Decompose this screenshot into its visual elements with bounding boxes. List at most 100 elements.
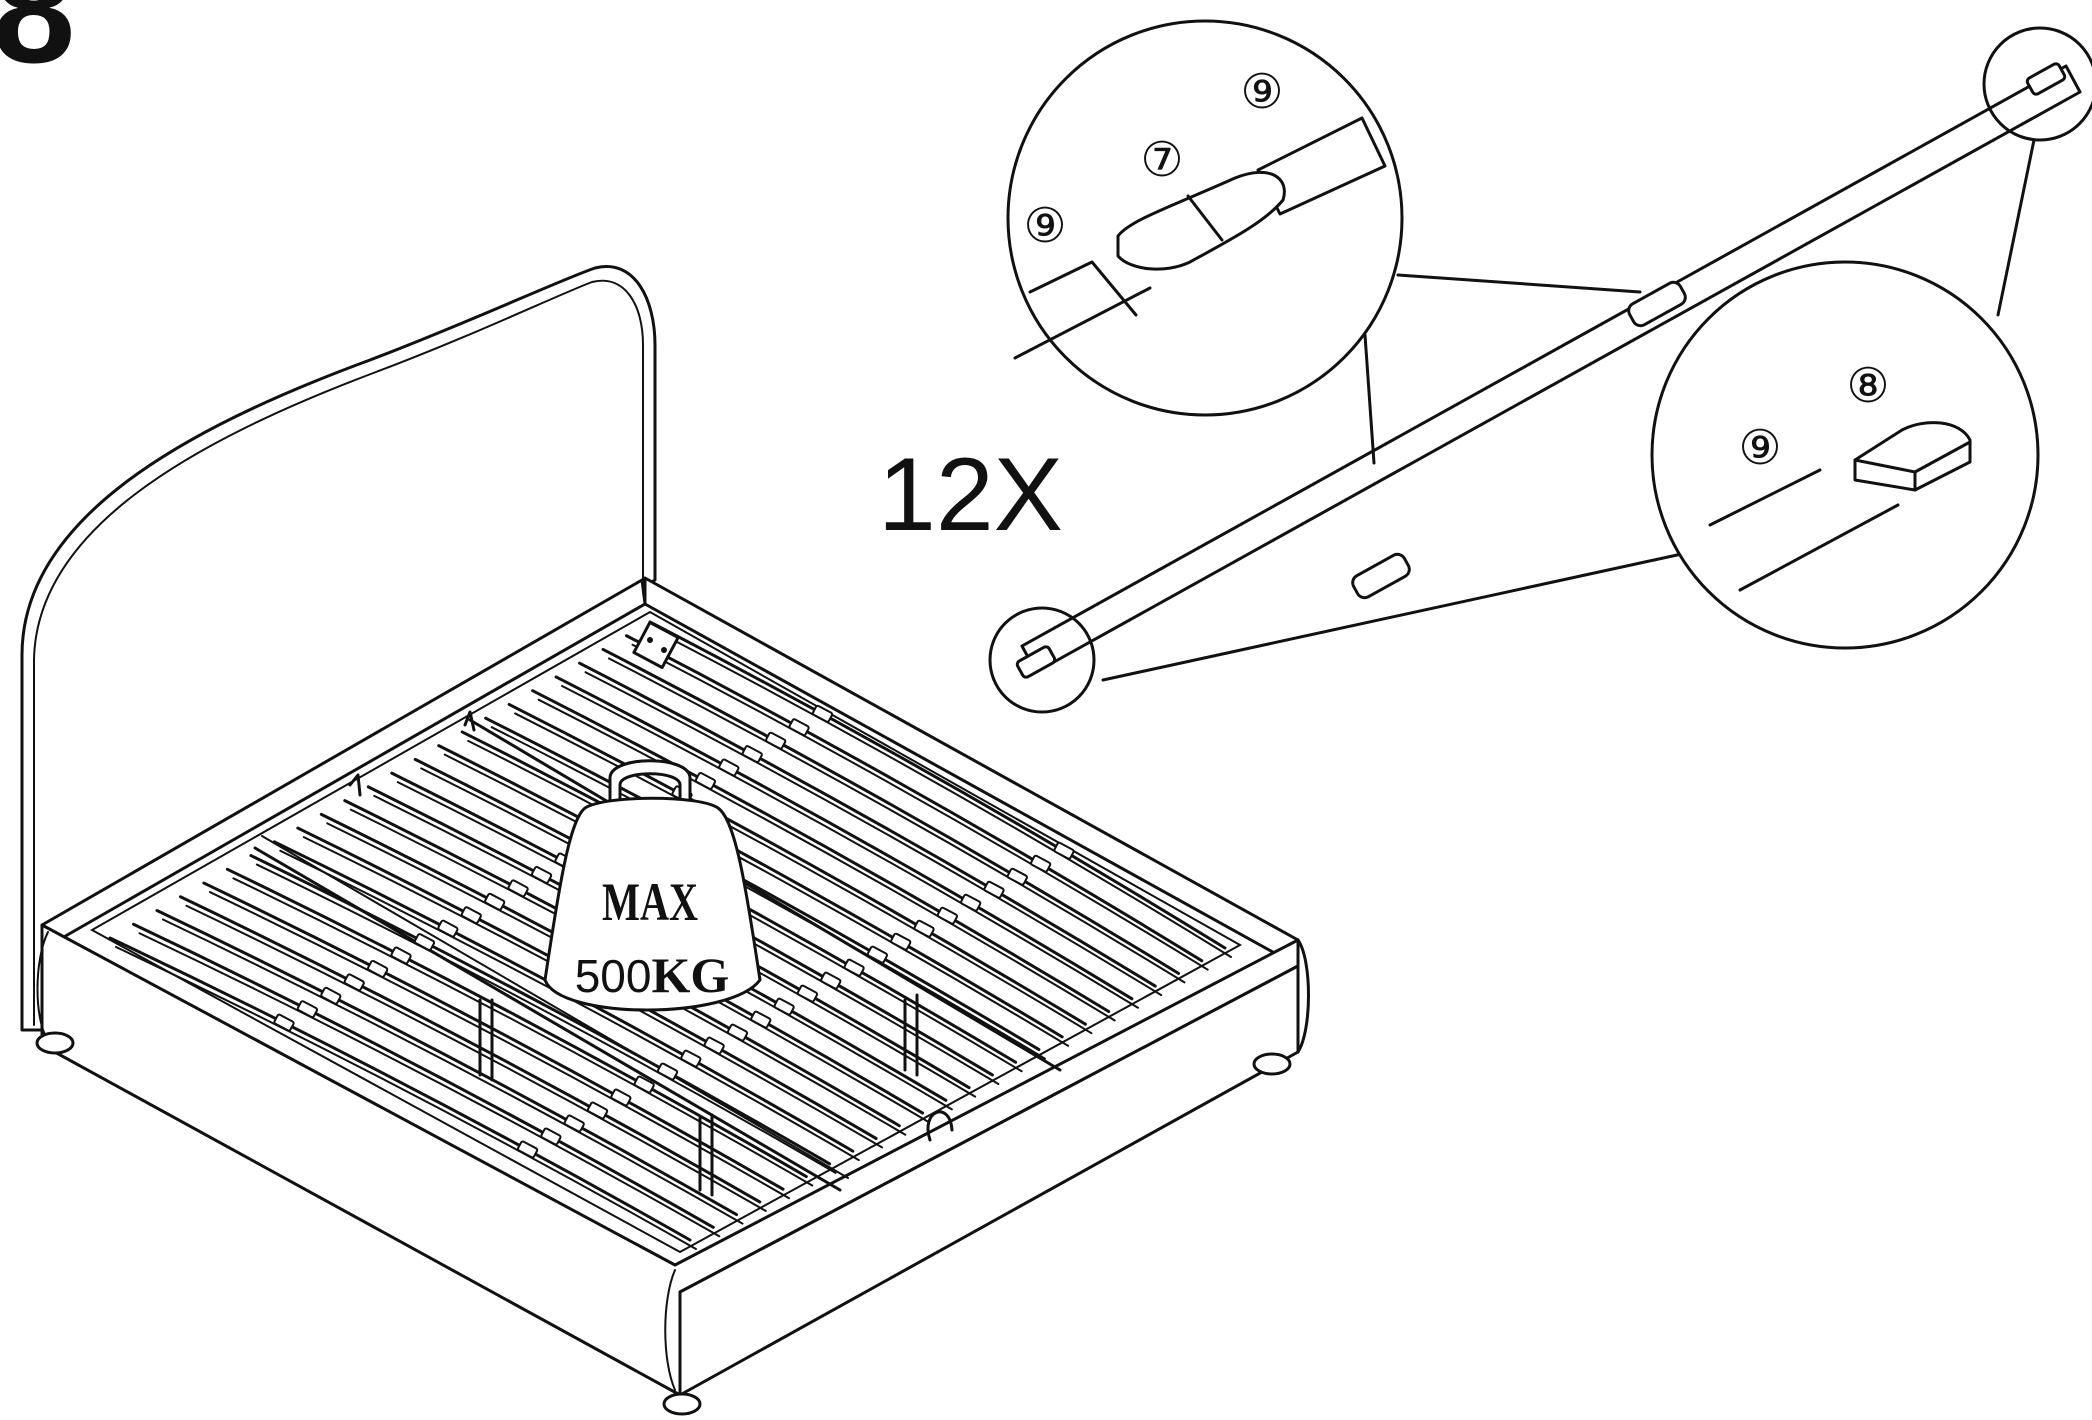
slat-clip — [750, 1010, 772, 1029]
slat-clip — [741, 745, 763, 764]
slat — [460, 730, 1041, 1052]
slat-clip — [703, 1036, 725, 1055]
foot-left — [35, 1031, 75, 1055]
slat-edge — [232, 877, 814, 1187]
slat-clip — [913, 919, 935, 938]
slat — [648, 620, 1227, 950]
slat-clip — [796, 984, 819, 1003]
slat — [484, 716, 1064, 1039]
weight-label-max: MAX — [602, 872, 698, 932]
weight-label-500kg: 500KG — [575, 947, 730, 1003]
slat-clip — [1030, 854, 1052, 873]
slat-clip — [563, 1114, 585, 1133]
slat-edge — [185, 904, 767, 1212]
slat-clip — [983, 880, 1005, 899]
part-label-end-cap: ⑧ — [1846, 360, 1889, 413]
slat — [507, 702, 1087, 1026]
slat-connector-1 — [1351, 552, 1411, 600]
slat-edge — [115, 946, 697, 1250]
slat-clip — [866, 945, 889, 964]
slat-clip — [610, 1088, 632, 1107]
headboard — [20, 265, 657, 1032]
slat — [131, 922, 715, 1229]
part-label-connector: ⑦ — [1140, 134, 1183, 187]
slat-clip — [413, 933, 436, 951]
quantity-label: 12X — [878, 437, 1063, 553]
slat — [249, 854, 832, 1166]
slat-edge — [138, 932, 721, 1238]
slat-edge — [561, 684, 1139, 1009]
slat-clip — [820, 971, 842, 990]
zoom-detail-connector: ⑨ ⑦ ⑨ — [1006, 19, 1404, 417]
slat-clip — [726, 1023, 749, 1042]
slat-clip — [718, 758, 740, 777]
slat-clip — [890, 932, 912, 951]
slat — [202, 881, 785, 1191]
slat-edge — [655, 630, 1232, 958]
slat — [108, 936, 692, 1242]
slat-edge — [208, 891, 791, 1200]
headboard-inner-line — [33, 279, 644, 1026]
slat-end-cap-right — [2025, 62, 2067, 96]
slat — [531, 689, 1111, 1013]
slat-clip — [843, 958, 865, 977]
slat — [155, 909, 739, 1217]
foot-front — [662, 1392, 702, 1416]
slat — [625, 634, 1204, 963]
slat-clip — [586, 1101, 609, 1120]
slat — [578, 661, 1157, 988]
slat-clip — [390, 946, 412, 965]
part-label-slat-a: ⑨ — [1023, 200, 1066, 253]
slat-edge — [631, 643, 1209, 971]
slat-clip — [437, 919, 459, 938]
slat-clip — [273, 1013, 295, 1032]
part-label-slat-c: ⑨ — [1738, 422, 1781, 475]
slat-clip — [960, 893, 982, 912]
zoom-marker-left — [988, 606, 1096, 714]
slat-clip — [694, 771, 717, 790]
slat-clip — [936, 906, 958, 925]
weight-body — [543, 796, 762, 1012]
slat — [601, 647, 1180, 975]
slat-clip — [517, 1140, 539, 1159]
slat-edge — [514, 712, 1093, 1035]
slat-clip — [811, 704, 834, 723]
slat-clip — [540, 1127, 562, 1146]
slat-end-cap-left — [1015, 645, 1057, 679]
slat-edge — [490, 726, 1070, 1047]
foot-right — [1252, 1052, 1292, 1076]
zoom-marker-right — [1982, 26, 2092, 142]
slat-clip — [507, 879, 529, 898]
slat — [225, 867, 808, 1179]
headboard-bracket — [632, 620, 680, 670]
slat-clip — [367, 959, 389, 978]
zoom-detail-end-cap: ⑨ ⑧ — [1650, 260, 2040, 650]
slat-clip — [656, 1062, 679, 1081]
slat-edge — [255, 863, 837, 1174]
slat-clip — [530, 865, 553, 884]
slat-clip — [773, 997, 795, 1016]
slat-clip — [460, 906, 482, 925]
slat-clip — [1006, 867, 1028, 886]
slat-clip — [1053, 841, 1075, 860]
slat-clip — [765, 731, 787, 750]
slat-connector-2 — [1627, 280, 1687, 328]
slat-edge — [608, 657, 1186, 984]
slat — [178, 895, 762, 1204]
part-label-slat-b: ⑨ — [1240, 66, 1283, 119]
step-number: 8 — [0, 0, 75, 94]
max-weight: MAX 500KG — [543, 759, 762, 1012]
slat-clip — [343, 973, 365, 992]
slat-edge — [161, 918, 744, 1225]
slat-clip — [296, 1000, 319, 1019]
slat-clip — [680, 1049, 702, 1068]
slat-edge — [537, 698, 1116, 1022]
slat-detail: ⑨ ⑦ ⑨ ⑨ ⑧ — [988, 19, 2092, 714]
leader-lines — [1101, 138, 2036, 682]
slat-edge — [467, 739, 1046, 1060]
slat-clip — [484, 892, 506, 911]
slat-edge — [584, 671, 1163, 997]
slat-clip — [788, 718, 810, 737]
slat-clip — [633, 1075, 655, 1094]
